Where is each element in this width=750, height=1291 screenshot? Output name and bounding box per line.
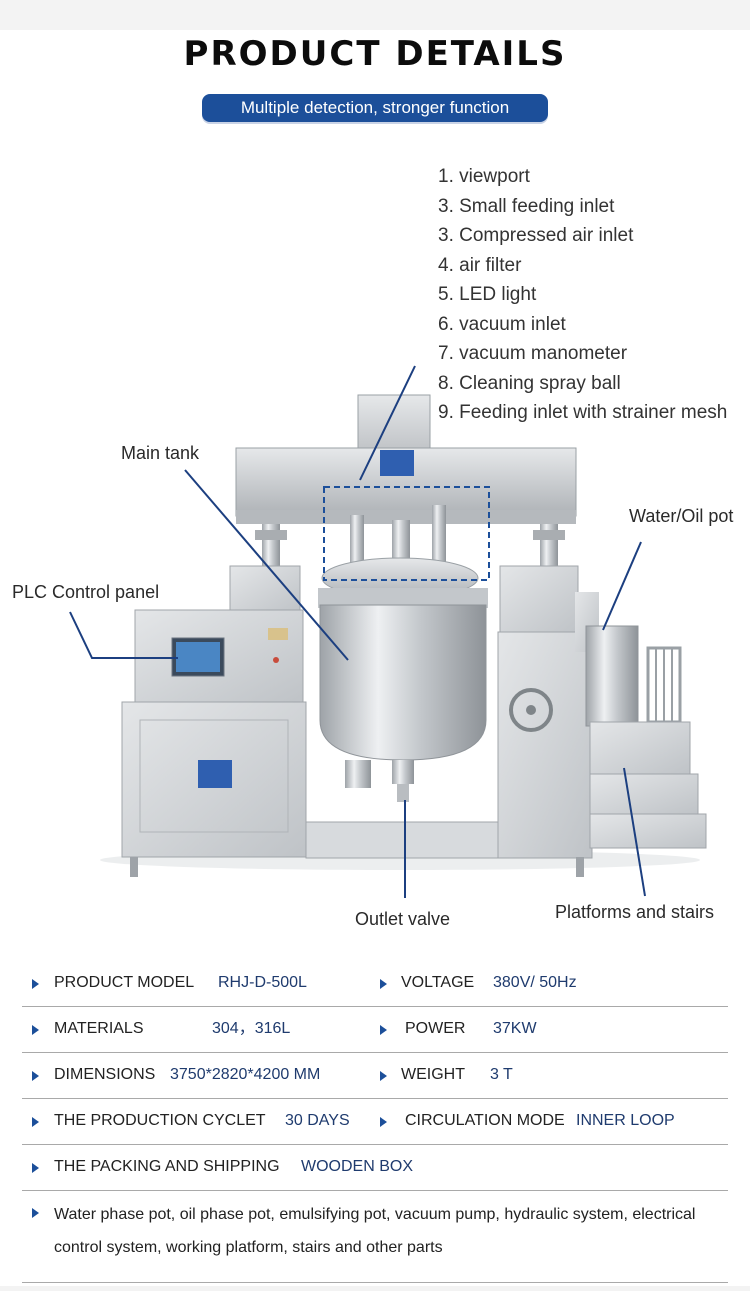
- triangle-bullet-icon: [32, 1071, 39, 1081]
- spec-row: MATERIALS 304，316L POWER 37KW: [22, 1006, 728, 1053]
- spec-value: INNER LOOP: [576, 1112, 675, 1129]
- spec-label: PRODUCT MODEL: [54, 974, 195, 991]
- callout-platforms-stairs: Platforms and stairs: [555, 902, 715, 922]
- spec-value: 3 T: [490, 1066, 513, 1083]
- spec-label: DIMENSIONS: [54, 1066, 156, 1083]
- triangle-bullet-icon: [32, 1208, 39, 1218]
- list-item: 8. Cleaning spray ball: [438, 372, 621, 394]
- spec-label: VOLTAGE: [401, 974, 475, 991]
- triangle-bullet-icon: [32, 979, 39, 989]
- subtitle-badge: Multiple detection, stronger function: [202, 94, 548, 122]
- spec-value: WOODEN BOX: [301, 1158, 414, 1175]
- spec-value: 304，316L: [212, 1020, 291, 1037]
- spec-label: THE PRODUCTION CYCLET: [54, 1112, 266, 1129]
- mixer-machine-illustration: [69, 365, 707, 898]
- spec-value: 37KW: [493, 1020, 537, 1037]
- spec-row: THE PACKING AND SHIPPING WOODEN BOX: [22, 1144, 728, 1191]
- spec-row: PRODUCT MODEL RHJ-D-500L VOLTAGE 380V/ 5…: [22, 960, 728, 1007]
- page-title: PRODUCT DETAILS: [183, 34, 567, 74]
- callout-plc-control-panel: PLC Control panel: [12, 582, 160, 602]
- list-item: 3. Small feeding inlet: [438, 195, 615, 217]
- spec-label: WEIGHT: [401, 1066, 465, 1083]
- list-item: 4. air filter: [438, 254, 522, 276]
- triangle-bullet-icon: [380, 1071, 387, 1081]
- list-item: 9. Feeding inlet with strainer mesh: [438, 402, 728, 423]
- callout-water-oil-pot: Water/Oil pot: [629, 506, 734, 526]
- spec-label: POWER: [405, 1020, 466, 1037]
- list-item: 1. viewport: [438, 166, 530, 187]
- spec-label: THE PACKING AND SHIPPING: [54, 1158, 280, 1175]
- list-item: 3. Compressed air inlet: [438, 225, 634, 246]
- spec-value: 380V/ 50Hz: [493, 974, 577, 991]
- triangle-bullet-icon: [380, 1117, 387, 1127]
- triangle-bullet-icon: [32, 1025, 39, 1035]
- parts-list: 1. viewport 3. Small feeding inlet 3. Co…: [438, 162, 727, 428]
- list-item: 7. vacuum manometer: [438, 343, 628, 364]
- triangle-bullet-icon: [380, 1025, 387, 1035]
- spec-label: CIRCULATION MODE: [405, 1112, 565, 1129]
- spec-row: DIMENSIONS 3750*2820*4200 MM WEIGHT 3 T: [22, 1052, 728, 1099]
- top-band: [0, 0, 750, 30]
- list-item: 5. LED light: [438, 284, 537, 305]
- callout-main-tank: Main tank: [121, 443, 200, 463]
- spec-row: THE PRODUCTION CYCLET 30 DAYS CIRCULATIO…: [22, 1098, 728, 1145]
- spec-value: RHJ-D-500L: [218, 974, 307, 991]
- components-description: Water phase pot, oil phase pot, emulsify…: [54, 1206, 696, 1256]
- triangle-bullet-icon: [32, 1117, 39, 1127]
- triangle-bullet-icon: [32, 1163, 39, 1173]
- spec-value: 30 DAYS: [285, 1112, 350, 1129]
- bottom-band: [0, 1286, 750, 1291]
- description-divider: [22, 1242, 728, 1283]
- triangle-bullet-icon: [380, 979, 387, 989]
- list-item: 6. vacuum inlet: [438, 313, 566, 335]
- spec-value: 3750*2820*4200 MM: [170, 1066, 321, 1083]
- spec-label: MATERIALS: [54, 1020, 144, 1037]
- callout-outlet-valve: Outlet valve: [355, 909, 451, 929]
